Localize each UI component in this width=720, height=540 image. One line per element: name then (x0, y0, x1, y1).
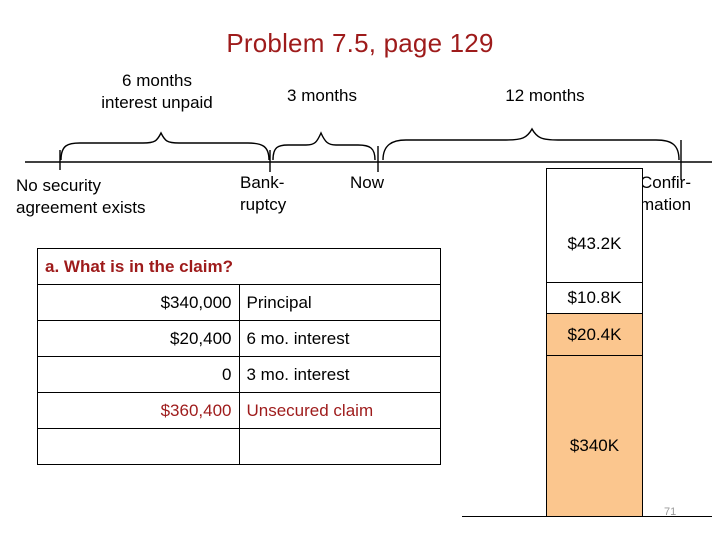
page-number: 71 (664, 506, 677, 518)
stacked-bar-chart: $43.2K $10.8K $20.4K $340K (546, 168, 643, 517)
table-row-blank (37, 428, 441, 465)
claim-desc-6mo-interest: 6 mo. interest (238, 320, 441, 357)
table-row-question: a. What is in the claim? (37, 248, 441, 285)
bar-segment-label-43-2k: $43.2K (567, 233, 622, 253)
timeline-event-confirmation: Confir- mation (640, 172, 720, 216)
span-6-months-line1: 6 months (122, 71, 192, 90)
event-bankruptcy-line1: Bank- (240, 173, 285, 192)
bar-segment-label-340k: $340K (569, 436, 620, 455)
brace-12-months (382, 127, 680, 161)
event-now-line1: Now (350, 173, 385, 192)
timeline-event-bankruptcy: Bank- ruptcy (240, 172, 310, 216)
claim-table: a. What is in the claim? $340,000 Princi… (37, 248, 441, 465)
claim-amount-principal: $340,000 (37, 284, 240, 321)
bar-segment-label-20-4k: $20.4K (567, 324, 622, 344)
table-row: $340,000 Principal (37, 284, 441, 321)
span-6-months-line2: interest unpaid (101, 93, 213, 112)
table-row: 0 3 mo. interest (37, 356, 441, 393)
event-bankruptcy-line2: ruptcy (240, 195, 287, 214)
timeline-span-label-6-months: 6 months interest unpaid (62, 70, 252, 114)
bar-segment-label-10-8k: $10.8K (567, 288, 622, 307)
claim-amount-6mo-interest: $20,400 (37, 320, 240, 357)
table-row-total: $360,400 Unsecured claim (37, 392, 441, 429)
span-12-months-line1: 12 months (505, 86, 585, 105)
claim-desc-principal: Principal (238, 284, 441, 321)
claim-amount-blank (37, 428, 240, 465)
table-row: $20,400 6 mo. interest (37, 320, 441, 357)
bar-segment-6mo-interest: $20.4K (546, 313, 643, 355)
claim-amount-unsecured-total: $360,400 (37, 392, 240, 429)
bar-segment-unsecured-interest: $43.2K (546, 168, 643, 282)
event-confirmation-line1: Confir- (640, 173, 692, 192)
event-confirmation-line2: mation (640, 195, 692, 214)
event-no-security-line1: No security (16, 176, 102, 195)
bar-segment-principal: $340K (546, 355, 643, 517)
timeline-event-no-security: No security agreement exists (16, 175, 226, 219)
claim-question-cell: a. What is in the claim? (37, 248, 441, 285)
page-title: Problem 7.5, page 129 (226, 28, 494, 58)
timeline-span-label-3-months: 3 months (252, 85, 392, 107)
claim-amount-3mo-interest: 0 (37, 356, 240, 393)
bar-segment-3mo-interest: $10.8K (546, 282, 643, 313)
timeline-span-label-12-months: 12 months (420, 85, 670, 107)
footer-rule (462, 516, 712, 517)
claim-desc-3mo-interest: 3 mo. interest (238, 356, 441, 393)
claim-desc-blank (238, 428, 441, 465)
claim-desc-unsecured-total: Unsecured claim (238, 392, 441, 429)
brace-6-months (60, 131, 270, 161)
timeline-event-now: Now (350, 172, 420, 194)
span-3-months-line1: 3 months (287, 86, 357, 105)
brace-3-months (272, 131, 376, 161)
event-no-security-line2: agreement exists (16, 198, 146, 217)
